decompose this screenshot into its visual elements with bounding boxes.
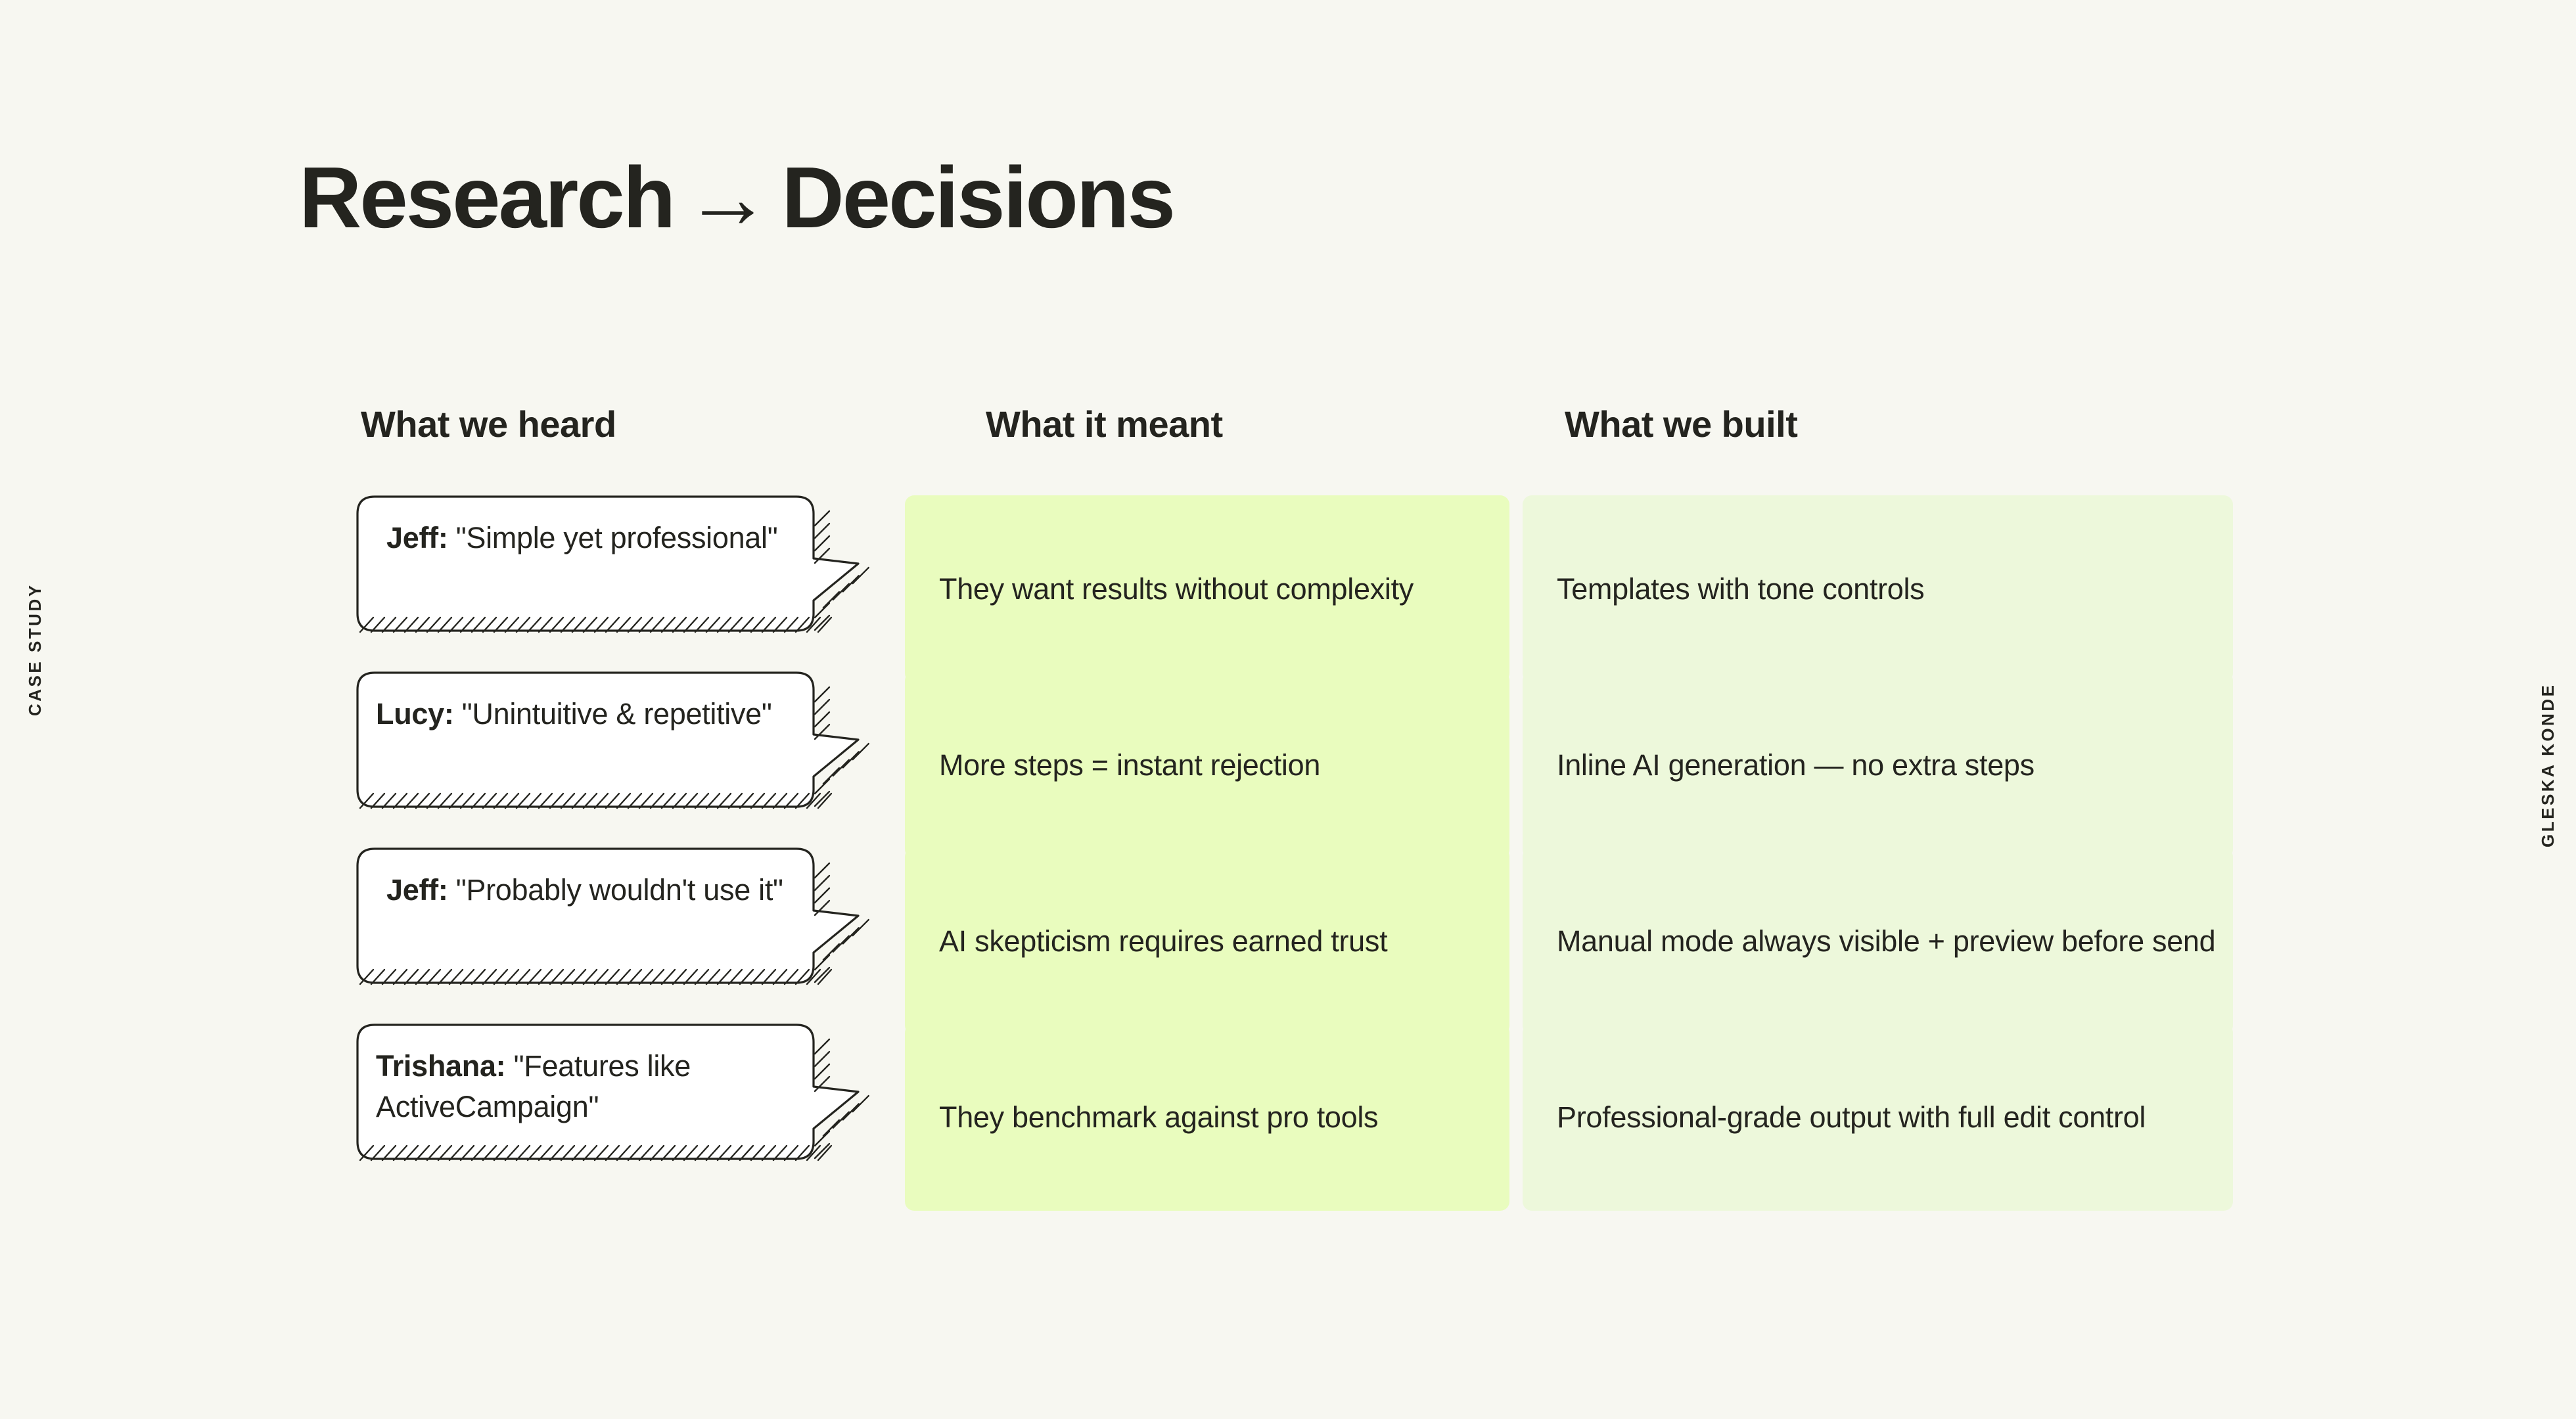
solution-text: Manual mode always visible + preview bef… (1557, 924, 2216, 958)
table-row: Jeff: "Simple yet professional" They wan… (0, 495, 2576, 683)
quote-bubble: Jeff: "Probably wouldn't use it" (354, 847, 869, 1035)
quote-text: Lucy: "Unintuitive & repetitive" (376, 694, 816, 734)
insight-text: AI skepticism requires earned trust (939, 924, 1388, 958)
title-lead: Research (299, 149, 676, 246)
solution-text: Professional-grade output with full edit… (1557, 1100, 2146, 1134)
hatch-shading (359, 862, 869, 985)
solution-card: Professional-grade output with full edit… (1523, 1024, 2233, 1211)
insight-text: More steps = instant rejection (939, 748, 1321, 782)
quote-bubble: Lucy: "Unintuitive & repetitive" (354, 671, 869, 859)
bubble-shape (356, 1024, 869, 1161)
quote-bubble: Jeff: "Simple yet professional" (354, 495, 869, 683)
table-row: Trishana: "Features like ActiveCampaign"… (0, 1024, 2576, 1211)
title-trail: Decisions (781, 149, 1176, 246)
quote-speaker: Jeff: (386, 521, 448, 554)
insight-card: AI skepticism requires earned trust (905, 847, 1509, 1035)
quote-body: "Probably wouldn't use it" (455, 873, 783, 907)
quote-speaker: Trishana: (376, 1049, 506, 1083)
bubble-shape (356, 847, 869, 985)
insight-text: They want results without complexity (939, 572, 1414, 606)
table-row: Lucy: "Unintuitive & repetitive" More st… (0, 671, 2576, 859)
quote-text: Jeff: "Probably wouldn't use it" (386, 870, 814, 911)
quote-body: "Features like ActiveCampaign" (376, 1049, 691, 1124)
insight-card: They benchmark against pro tools (905, 1024, 1509, 1211)
quote-text: Jeff: "Simple yet professional" (386, 518, 814, 558)
solution-card: Templates with tone controls (1523, 495, 2233, 683)
quote-body: "Unintuitive & repetitive" (461, 697, 772, 731)
column-header-built: What we built (1565, 403, 1798, 445)
bubble-shape (356, 671, 869, 809)
page-title: Research→Decisions (299, 148, 1176, 247)
table-row: Jeff: "Probably wouldn't use it" AI skep… (0, 847, 2576, 1035)
solution-card: Inline AI generation — no extra steps (1523, 671, 2233, 859)
solution-text: Inline AI generation — no extra steps (1557, 748, 2035, 782)
bubble-shape (356, 495, 869, 633)
insight-card: More steps = instant rejection (905, 671, 1509, 859)
insight-card: They want results without complexity (905, 495, 1509, 683)
column-header-heard: What we heard (361, 403, 616, 445)
quote-text: Trishana: "Features like ActiveCampaign" (376, 1046, 823, 1127)
hatch-shading (359, 510, 869, 633)
quote-body: "Simple yet professional" (455, 521, 778, 554)
hatch-shading (359, 1038, 869, 1161)
quote-speaker: Jeff: (386, 873, 448, 907)
solution-text: Templates with tone controls (1557, 572, 1925, 606)
quote-speaker: Lucy: (376, 697, 454, 731)
quote-bubble: Trishana: "Features like ActiveCampaign" (354, 1024, 869, 1211)
solution-card: Manual mode always visible + preview bef… (1523, 847, 2233, 1035)
hatch-shading (359, 686, 869, 809)
insight-text: They benchmark against pro tools (939, 1100, 1379, 1134)
column-header-meant: What it meant (986, 403, 1223, 445)
arrow-icon: → (684, 149, 771, 246)
